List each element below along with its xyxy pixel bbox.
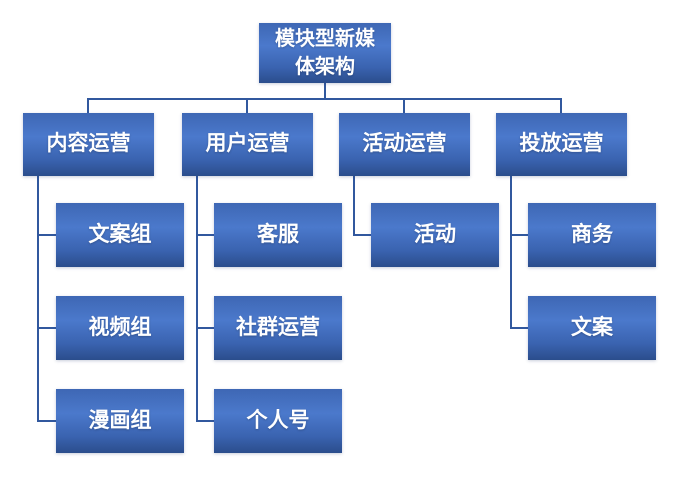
org-node-label: 活动: [414, 222, 456, 246]
connector-elbow-comic-team: [37, 420, 56, 422]
org-node-content-ops: 内容运营: [23, 113, 154, 176]
org-node-root-label: 模块型新媒 体架构: [275, 28, 375, 78]
org-node-label: 视频组: [88, 315, 152, 339]
connector-elbow-personal-account: [196, 420, 214, 422]
org-node-video-team: 视频组: [56, 296, 184, 360]
org-node-label: 内容运营: [46, 132, 131, 156]
connector-elbow-business: [510, 234, 528, 236]
org-node-customer-service: 客服: [214, 203, 342, 267]
connector-elbow-activity: [353, 234, 371, 236]
org-node-activity: 活动: [371, 203, 499, 267]
org-node-label: 社群运营: [236, 315, 320, 339]
org-node-label: 客服: [257, 222, 299, 246]
org-node-label: 投放运营: [519, 132, 604, 156]
org-node-activity-ops: 活动运营: [339, 113, 470, 176]
connector-elbow-community-ops: [196, 327, 214, 329]
org-node-user-ops: 用户运营: [182, 113, 313, 176]
org-node-label: 漫画组: [88, 408, 152, 432]
org-node-label: 用户运营: [205, 132, 290, 156]
org-node-community-ops: 社群运营: [214, 296, 342, 360]
connector-stem-content-ops: [87, 98, 89, 113]
org-node-label: 文案: [571, 315, 613, 339]
connector-hang-content-ops: [37, 176, 39, 422]
connector-elbow-customer-service: [196, 234, 214, 236]
connector-hang-user-ops: [196, 176, 198, 422]
org-node-label: 商务: [571, 222, 613, 246]
org-node-label: 个人号: [246, 408, 310, 432]
org-node-copywriting: 文案: [528, 296, 656, 360]
connector-stem-user-ops: [246, 98, 248, 113]
connector-elbow-copy-team: [37, 234, 56, 236]
org-node-copy-team: 文案组: [56, 203, 184, 267]
org-node-label: 活动运营: [362, 132, 447, 156]
org-node-ads-ops: 投放运营: [496, 113, 627, 176]
connector-level2-rail: [87, 98, 562, 100]
org-node-business: 商务: [528, 203, 656, 267]
connector-stem-ads-ops: [560, 98, 562, 113]
connector-root-stem: [324, 83, 326, 99]
connector-hang-ads-ops: [510, 176, 512, 329]
org-node-root: 模块型新媒 体架构: [259, 23, 391, 83]
connector-hang-activity-ops: [353, 176, 355, 236]
org-node-personal-account: 个人号: [214, 389, 342, 453]
connector-elbow-copywriting: [510, 327, 528, 329]
connector-stem-activity-ops: [403, 98, 405, 113]
org-node-comic-team: 漫画组: [56, 389, 184, 453]
connector-elbow-video-team: [37, 327, 56, 329]
org-node-label: 文案组: [88, 222, 152, 246]
